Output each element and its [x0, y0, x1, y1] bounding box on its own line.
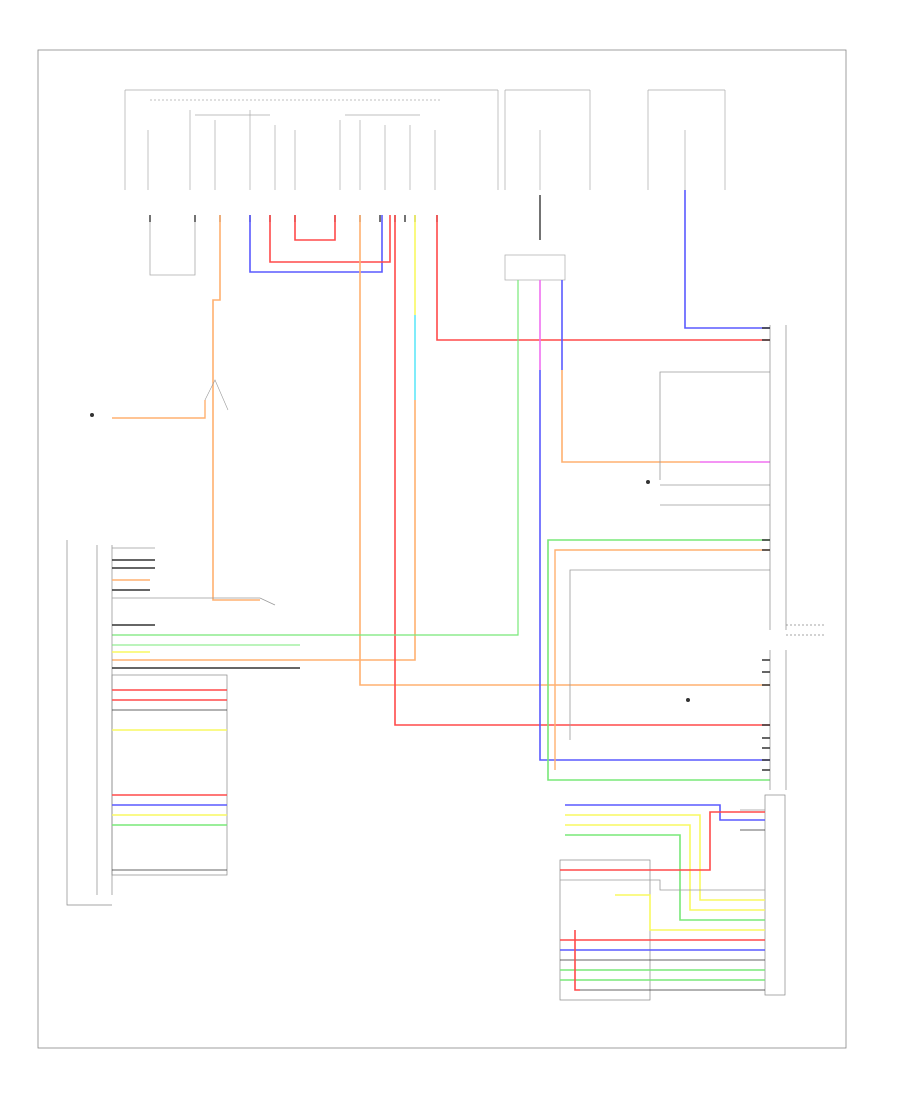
- wire-orange-left-upper: [112, 400, 206, 419]
- wire-green-right-1: [547, 539, 770, 781]
- wire-red-loop-outer: [269, 215, 391, 263]
- right-module-pins: [762, 327, 770, 771]
- wire-orange-mid-vertical: [112, 400, 416, 661]
- wire-orange-left-vertical: [212, 215, 260, 601]
- top-fuse-block-right: [647, 89, 726, 190]
- wire-orange-right-2: [554, 549, 770, 770]
- wire-red-loop-inner: [294, 215, 336, 241]
- node-dot-bottom-right: [686, 698, 690, 702]
- diagram-frame: [37, 49, 847, 1049]
- wire-gray-left-upper: [204, 379, 229, 411]
- top-relay-block-middle: [504, 89, 591, 190]
- node-dot-right: [646, 480, 650, 484]
- wire-gray-right-3: [569, 569, 770, 740]
- node-dot-left: [90, 413, 94, 417]
- left-sub-module: [111, 674, 228, 876]
- wire-blue-right-upper: [684, 190, 770, 329]
- wire-red-long: [394, 215, 770, 726]
- left-sub-module-wires: [112, 689, 227, 871]
- left-module: [66, 540, 113, 906]
- right-module: [769, 325, 826, 790]
- wire-gray-loop: [149, 215, 196, 276]
- left-module-wires: [112, 547, 300, 669]
- wire-gray-mid-right: [659, 371, 770, 480]
- wire-gray-left-mid: [112, 597, 276, 606]
- wire-blue-relay: [539, 370, 770, 761]
- bottom-right-wires: [560, 804, 765, 991]
- wire-orange-long: [359, 215, 770, 686]
- relay-box: [504, 254, 566, 281]
- top-fuse-block-left: [124, 89, 499, 190]
- wire-red-right-upper: [436, 215, 770, 341]
- top-connector-ticks: [149, 195, 541, 240]
- wire-blue-loop: [249, 215, 383, 273]
- wire-green-relay: [112, 280, 519, 636]
- wire-orange-relay-right: [561, 370, 700, 463]
